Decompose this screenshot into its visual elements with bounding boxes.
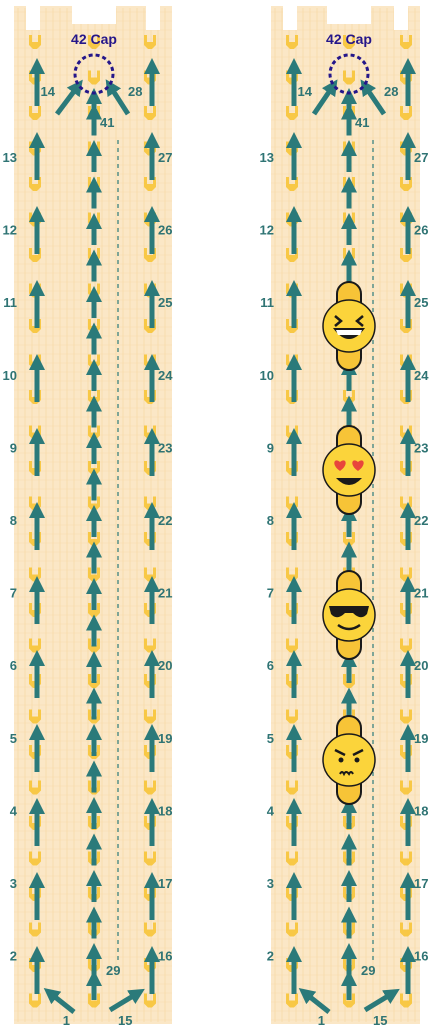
stitch-number: 1 [318,1013,325,1028]
stitch-number: 28 [128,84,142,99]
emoji-eye [355,758,360,763]
stitch-number: 15 [373,1013,387,1028]
top-notch [72,6,116,24]
stitch-number: 25 [414,295,428,310]
stitch-number: 24 [158,368,173,383]
cap-label: 42 Cap [71,31,117,47]
stitch-number: 7 [267,586,274,601]
stitch-number: 4 [10,803,18,818]
cap-label: 42 Cap [326,31,372,47]
stitch-number: 23 [158,440,172,455]
stitch-number: 19 [414,731,428,746]
stitch-number: 2 [267,949,274,964]
stitch-number: 17 [414,876,428,891]
stitch-number: 5 [10,731,17,746]
stitch-number: 29 [106,963,120,978]
top-notch [394,6,408,30]
right-panel: 42 Cap1413121110987654321282726252423222… [260,6,429,1028]
stitch-number: 8 [267,513,274,528]
emoji-face [323,589,375,641]
stitch-number: 18 [158,803,172,818]
stitch-number: 24 [414,368,429,383]
emoji-eye [339,758,344,763]
stitch-number: 11 [3,295,17,310]
stitch-number: 16 [158,949,172,964]
stitch-number: 16 [414,949,428,964]
stitch-number: 18 [414,803,428,818]
stitch-number: 20 [414,658,428,673]
stitch-number: 1 [63,1013,70,1028]
stitch-number: 12 [260,223,274,238]
stitch-number: 6 [10,658,17,673]
stitch-number: 20 [158,658,172,673]
stitch-number: 7 [10,586,17,601]
stitch-number: 13 [3,150,17,165]
stitch-number: 29 [361,963,375,978]
stitch-number: 41 [100,115,114,130]
stitch-number: 23 [414,440,428,455]
stitch-number: 11 [260,295,274,310]
stitch-number: 2 [10,949,17,964]
top-notch [26,6,40,30]
stitch-number: 13 [260,150,274,165]
stitch-number: 8 [10,513,17,528]
stitch-number: 26 [158,223,172,238]
stitch-number: 14 [41,84,56,99]
stitch-number: 22 [414,513,428,528]
stitch-number: 3 [10,876,17,891]
stitch-number: 4 [267,803,275,818]
stitch-number: 27 [414,150,428,165]
top-notch [327,6,371,24]
stitch-number: 28 [384,84,398,99]
stitch-number: 21 [414,586,428,601]
stitch-number: 9 [10,440,17,455]
emoji-face [323,300,375,352]
stitch-number: 5 [267,731,274,746]
emoji-face [323,734,375,786]
stitch-number: 26 [414,223,428,238]
stitch-number: 25 [158,295,172,310]
stitch-number: 21 [158,586,172,601]
left-panel: 42 Cap1413121110987654321282726252423222… [3,6,174,1028]
stitch-number: 9 [267,440,274,455]
stitch-number: 12 [3,223,17,238]
top-notch [146,6,160,30]
stitch-number: 10 [260,368,274,383]
stitch-number: 41 [355,115,369,130]
stitch-number: 22 [158,513,172,528]
stitch-number: 10 [3,368,17,383]
emoji-face [323,444,375,496]
stitch-number: 27 [158,150,172,165]
stitch-number: 3 [267,876,274,891]
stitch-number: 14 [298,84,313,99]
stitch-number: 17 [158,876,172,891]
emoji-teeth [336,330,362,335]
top-notch [283,6,297,30]
stitch-number: 15 [118,1013,132,1028]
stitch-number: 6 [267,658,274,673]
stitch-number: 19 [158,731,172,746]
